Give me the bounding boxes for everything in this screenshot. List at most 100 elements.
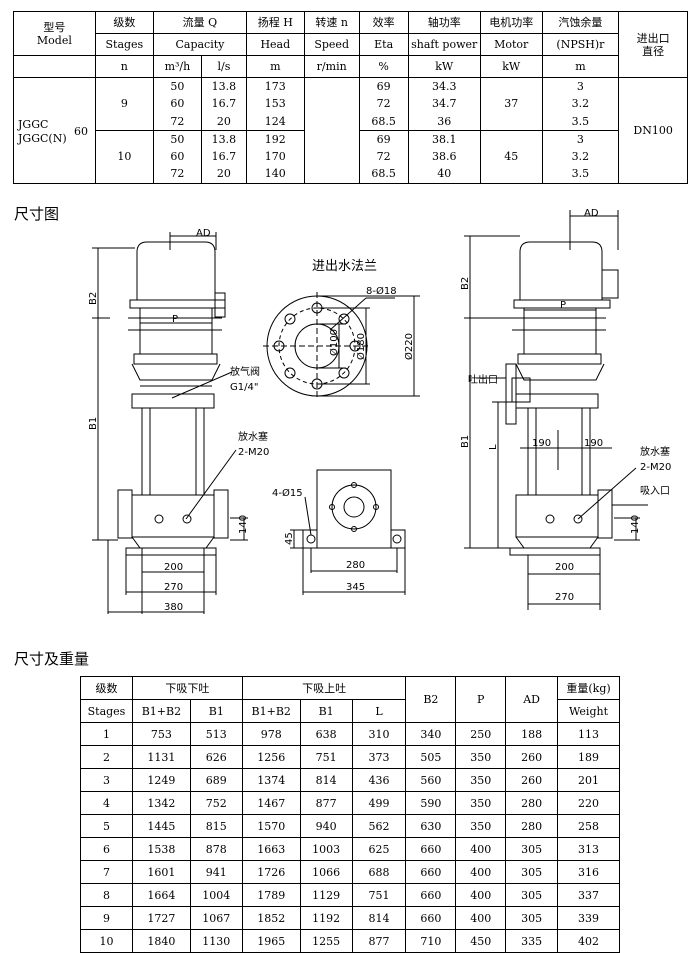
table-cell: 710 xyxy=(405,929,457,953)
q-m3h-unit: m³/h xyxy=(152,55,202,78)
label-190a: 190 xyxy=(532,438,551,449)
table-cell: 625 xyxy=(351,837,407,861)
table-cell: 1130 xyxy=(189,929,243,953)
label-vent-spec: G1/4" xyxy=(230,382,258,393)
table-cell: 1467 xyxy=(241,791,301,815)
label-280: 280 xyxy=(346,560,365,571)
table-cell: 499 xyxy=(351,791,407,815)
dim-head-bottom: 下吸下吐 xyxy=(131,676,243,700)
table-cell: 752 xyxy=(189,791,243,815)
dim-head-b1-b: B1 xyxy=(299,699,353,723)
table-cell: 305 xyxy=(505,837,559,861)
label-200-front: 200 xyxy=(164,562,183,573)
label-140-side: 140 xyxy=(630,515,641,534)
label-p-side: P xyxy=(560,300,566,311)
dim-head-b2: B2 xyxy=(405,676,457,723)
table-cell: 560 xyxy=(405,768,457,792)
table-cell: 9 xyxy=(80,906,133,930)
label-drain-front: 放水塞 xyxy=(238,430,268,443)
table-cell: 1664 xyxy=(131,883,191,907)
table-cell: 350 xyxy=(455,814,507,838)
table-cell: 753 xyxy=(131,722,191,746)
stages-unit: n xyxy=(94,55,154,78)
table-cell: 1255 xyxy=(299,929,353,953)
motor-unit: kW xyxy=(479,55,543,78)
table-cell: 590 xyxy=(405,791,457,815)
table-cell: 402 xyxy=(557,929,620,953)
table-cell: 1601 xyxy=(131,860,191,884)
dim-head-weight-en: Weight xyxy=(557,699,620,723)
side-view-dimensions xyxy=(464,210,648,610)
table-cell: 400 xyxy=(455,906,507,930)
table-cell: 1445 xyxy=(131,814,191,838)
table-cell: 1965 xyxy=(241,929,301,953)
label-b1-side: B1 xyxy=(460,435,471,448)
q-ls-unit: l/s xyxy=(200,55,247,78)
table-cell: 6 xyxy=(80,837,133,861)
table-cell: 305 xyxy=(505,906,559,930)
table-cell: 1570 xyxy=(241,814,301,838)
table-cell: 638 xyxy=(299,722,353,746)
label-140-front: 140 xyxy=(238,515,249,534)
side-view-pump xyxy=(505,241,619,556)
motor-10: 45 xyxy=(479,129,543,184)
table-cell: 1852 xyxy=(241,906,301,930)
table-cell: 978 xyxy=(241,722,301,746)
head-en: Head xyxy=(245,33,305,56)
dim-head-b1b2-a: B1+B2 xyxy=(131,699,191,723)
table-cell: 689 xyxy=(189,768,243,792)
table-cell: 280 xyxy=(505,814,559,838)
section-title-drawing: 尺寸图 xyxy=(14,205,60,223)
table-cell: 660 xyxy=(405,860,457,884)
model-names: JGGC JGGC(N) xyxy=(18,118,67,145)
table-cell: 815 xyxy=(189,814,243,838)
table-cell: 1789 xyxy=(241,883,301,907)
table-cell: 310 xyxy=(351,722,407,746)
dim-head-l: L xyxy=(351,699,407,723)
label-45: 45 xyxy=(284,532,295,545)
motor-en: Motor xyxy=(479,33,543,56)
flange-view xyxy=(263,292,420,400)
outlet-header: 进出口直径 xyxy=(618,11,688,78)
table-cell: 1003 xyxy=(299,837,353,861)
table-cell: 814 xyxy=(299,768,353,792)
table-cell: 189 xyxy=(557,745,620,769)
label-270-side: 270 xyxy=(555,592,574,603)
table-cell: 260 xyxy=(505,745,559,769)
speed-header: 转速 n xyxy=(303,11,360,34)
table-cell: 877 xyxy=(351,929,407,953)
eta-unit: % xyxy=(358,55,409,78)
table-cell: 2 xyxy=(80,745,133,769)
dim-head-stages-en: Stages xyxy=(80,699,133,723)
stages-9: 9 xyxy=(94,77,154,131)
section-title-dimensions: 尺寸及重量 xyxy=(14,650,90,668)
table-cell: 878 xyxy=(189,837,243,861)
table-cell: 1004 xyxy=(189,883,243,907)
table-cell: 201 xyxy=(557,768,620,792)
base-view xyxy=(290,469,406,595)
label-vent: 放气阀 xyxy=(230,365,260,378)
table-cell: 1727 xyxy=(131,906,191,930)
table-cell: 751 xyxy=(299,745,353,769)
table-cell: 335 xyxy=(505,929,559,953)
dimensions-table: 级数 下吸下吐 下吸上吐 B2 P AD 重量(kg) Stages B1+B2… xyxy=(80,676,620,953)
label-bolt-holes: 8-Ø18 xyxy=(366,285,397,297)
npsh-unit: m xyxy=(541,55,620,78)
stages-10: 10 xyxy=(94,129,154,184)
table-cell: 1726 xyxy=(241,860,301,884)
label-380: 380 xyxy=(164,602,183,613)
table-cell: 660 xyxy=(405,906,457,930)
